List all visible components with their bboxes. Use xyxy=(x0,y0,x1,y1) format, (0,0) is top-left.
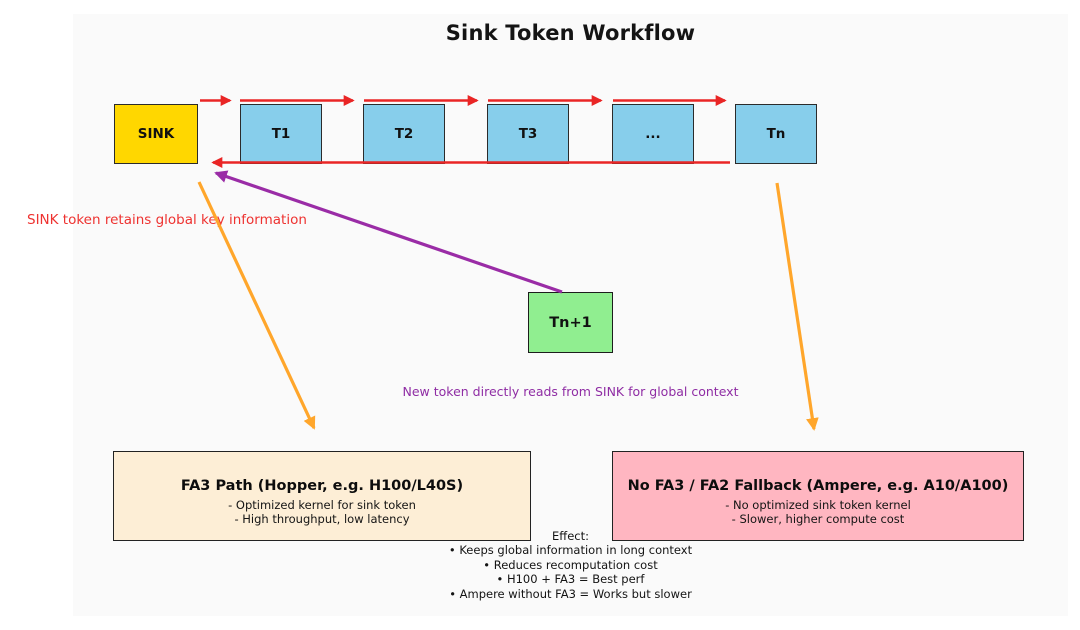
effect-line: • Keeps global information in long conte… xyxy=(448,543,693,558)
effect-line: • Reduces recomputation cost xyxy=(483,557,658,572)
effect-line: • H100 + FA3 = Best perf xyxy=(496,572,645,587)
token-box-t3: T3 xyxy=(487,104,569,164)
sink-token-box: SINK xyxy=(114,104,198,164)
token-box-t1: T1 xyxy=(240,104,322,164)
effect-summary: Effect: • Keeps global information in lo… xyxy=(73,529,1068,601)
sink-annotation: SINK token retains global key informatio… xyxy=(27,212,307,228)
fa3-path-line: - Optimized kernel for sink token xyxy=(228,498,416,512)
effect-line: • Ampere without FA3 = Works but slower xyxy=(449,586,692,601)
token-box-ellipsis: ... xyxy=(612,104,694,164)
new-token-box-tn-plus-1: Tn+1 xyxy=(528,292,613,353)
effect-heading: Effect: xyxy=(552,529,589,543)
new-token-annotation: New token directly reads from SINK for g… xyxy=(402,384,739,399)
fallback-line: - No optimized sink token kernel xyxy=(725,498,911,512)
fallback-title: No FA3 / FA2 Fallback (Ampere, e.g. A10/… xyxy=(627,478,1009,494)
fa3-path-box: FA3 Path (Hopper, e.g. H100/L40S) - Opti… xyxy=(113,451,531,541)
fallback-box: No FA3 / FA2 Fallback (Ampere, e.g. A10/… xyxy=(612,451,1024,541)
fallback-line: - Slower, higher compute cost xyxy=(731,511,905,526)
fa3-path-title: FA3 Path (Hopper, e.g. H100/L40S) xyxy=(180,478,464,494)
fa3-path-line: - High throughput, low latency xyxy=(234,511,410,526)
diagram-title: Sink Token Workflow xyxy=(445,21,696,45)
token-box-t2: T2 xyxy=(363,104,445,164)
token-box-tn: Tn xyxy=(735,104,817,164)
